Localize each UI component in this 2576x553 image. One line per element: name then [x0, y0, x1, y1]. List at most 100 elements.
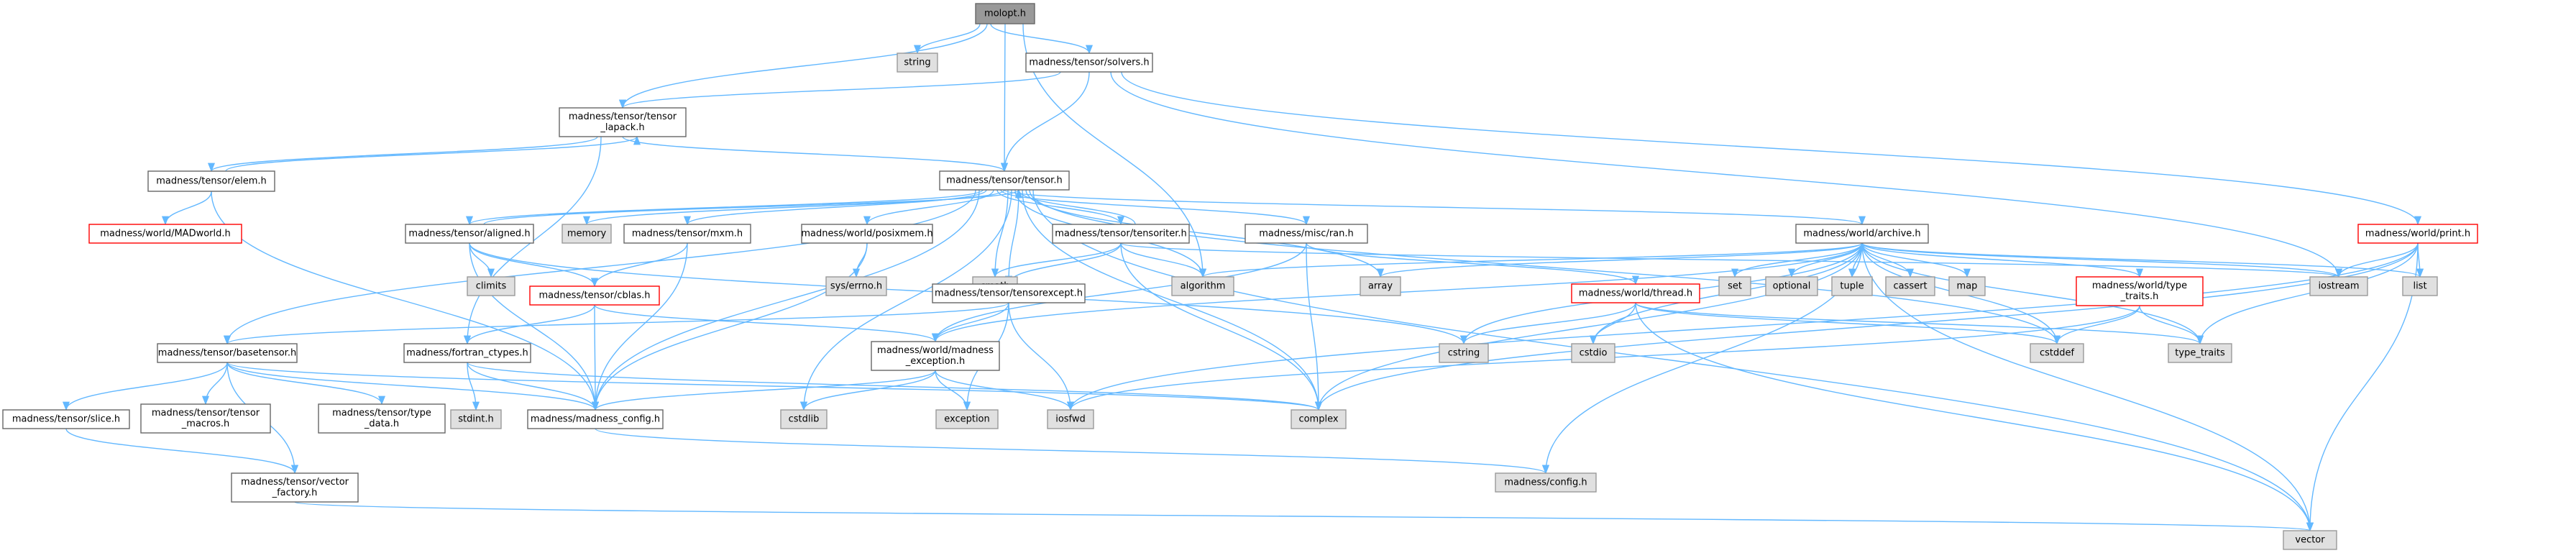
node-label: _lapack.h	[600, 122, 644, 133]
node-box	[88, 224, 242, 244]
node-fortran[interactable]: madness/fortran_ctypes.h	[403, 343, 531, 363]
node-box	[2402, 276, 2438, 296]
node-elem[interactable]: madness/tensor/elem.h	[147, 170, 275, 192]
edge-madexcept-to-exception	[935, 370, 971, 411]
edge-posixmem-to-syserrno	[852, 242, 868, 278]
node-box	[1025, 52, 1153, 73]
node-syserrno: sys/errno.h	[825, 276, 887, 296]
node-cstdlib: cstdlib	[780, 409, 828, 429]
node-box	[405, 224, 534, 244]
node-tensor[interactable]: madness/tensor/tensor.h	[939, 170, 1070, 191]
node-thread[interactable]: madness/world/thread.h	[1571, 283, 1700, 303]
node-label: cassert	[1893, 281, 1927, 292]
edge-line	[226, 362, 385, 406]
node-tlapack[interactable]: madness/tensor/tensor_lapack.h	[559, 107, 687, 137]
edge-line	[583, 189, 1005, 226]
node-archive[interactable]: madness/world/archive.h	[1795, 224, 1929, 244]
edge-tensor-to-complex	[1022, 189, 1323, 411]
edge-line	[226, 362, 1322, 411]
node-ran[interactable]: madness/misc/ran.h	[1245, 224, 1368, 244]
node-vfactory[interactable]: madness/tensor/vector_factory.h	[231, 472, 359, 503]
node-box	[1948, 276, 1986, 296]
edge-line	[1861, 242, 1971, 278]
edge-line	[1032, 189, 2314, 532]
node-map: map	[1948, 276, 1986, 296]
edge-print-to-iostream	[2335, 242, 2419, 278]
edge-line	[1861, 242, 2314, 532]
node-box	[1495, 472, 1597, 493]
node-tensoriter[interactable]: madness/tensor/tensoriter.h	[1052, 224, 1190, 244]
node-cblas[interactable]: madness/tensor/cblas.h	[529, 285, 660, 306]
edge-tensor-to-archive	[1004, 189, 1866, 226]
node-madconfig[interactable]: madness/madness_config.h	[527, 409, 664, 429]
edge-line	[591, 242, 688, 288]
edge-line	[224, 302, 1009, 345]
node-label: list	[2413, 281, 2426, 292]
node-label: cstring	[1448, 348, 1480, 359]
node-molopt[interactable]: molopt.h	[975, 3, 1035, 24]
edge-madconfig-to-config	[595, 428, 1549, 475]
node-box	[1439, 343, 1489, 363]
edge-line	[1067, 242, 2419, 411]
edge-tensor-to-cmath	[991, 189, 1009, 278]
node-tensorexcept[interactable]: madness/tensor/tensorexcept.h	[932, 283, 1086, 303]
node-box	[559, 107, 687, 137]
node-basetensor[interactable]: madness/tensor/basetensor.h	[157, 343, 298, 363]
node-print[interactable]: madness/world/print.h	[2357, 224, 2478, 244]
node-box	[1718, 276, 1751, 296]
edge-tlapack-to-tensor	[622, 136, 1008, 173]
node-typetraits_h[interactable]: madness/world/type_traits.h	[2076, 276, 2204, 306]
edge-cblas-to-madexcept	[594, 304, 939, 343]
node-label: madness/world/print.h	[2365, 229, 2470, 239]
node-slice[interactable]: madness/tensor/slice.h	[2, 409, 130, 429]
edge-slice-to-vfactory	[65, 428, 298, 475]
edge-line	[1008, 302, 1075, 411]
edge-line	[464, 304, 595, 345]
node-label: sys/errno.h	[830, 281, 882, 292]
node-posixmem[interactable]: madness/world/posixmem.h	[801, 224, 933, 244]
node-label: cstdio	[1580, 348, 1608, 359]
edge-line	[1120, 242, 2342, 278]
node-box	[801, 224, 933, 244]
node-solvers[interactable]: madness/tensor/solvers.h	[1025, 52, 1153, 73]
node-madexcept[interactable]: madness/world/madness_exception.h	[871, 341, 1000, 371]
node-madworld[interactable]: madness/world/MADworld.h	[88, 224, 242, 244]
node-label: madness/tensor/aligned.h	[408, 229, 530, 239]
edge-molopt-to-tlapack	[619, 23, 988, 109]
edge-line	[932, 242, 1307, 343]
node-aligned[interactable]: madness/tensor/aligned.h	[405, 224, 534, 244]
edge-line	[1199, 242, 1863, 278]
edge-tensor-to-posixmem	[863, 189, 994, 226]
node-label: cstdlib	[789, 414, 820, 425]
node-box	[527, 409, 664, 429]
node-box	[935, 409, 999, 429]
edge-tensor-to-cstdlib	[799, 189, 1012, 411]
node-cstdio: cstdio	[1571, 343, 1615, 363]
edge-thread-to-cstring	[1460, 302, 1636, 345]
edge-thread-to-cstddef	[1635, 302, 2061, 345]
edge-line	[914, 23, 981, 55]
node-tmacros[interactable]: madness/tensor/tensor_macros.h	[140, 403, 271, 434]
edge-line	[1861, 242, 2342, 278]
edge-line	[799, 189, 1012, 411]
node-box	[562, 224, 612, 244]
edge-tlapack-to-fortran	[463, 136, 602, 345]
node-box	[2309, 276, 2368, 296]
edge-line	[591, 242, 688, 411]
edge-tensorexcept-to-iosfwd	[1008, 302, 1075, 411]
node-box	[1765, 276, 1818, 296]
edge-tensor-to-mxm	[684, 189, 987, 226]
edge-ran-to-thread	[1306, 242, 1639, 285]
edge-line	[294, 501, 2313, 532]
node-algorithm: algorithm	[1171, 276, 1234, 296]
node-box	[1885, 276, 1935, 296]
node-label: molopt.h	[984, 9, 1026, 19]
node-mxm[interactable]: madness/tensor/mxm.h	[623, 224, 751, 244]
node-label: tuple	[1840, 281, 1864, 292]
node-label: madness/tensor/mxm.h	[632, 229, 743, 239]
node-set: set	[1718, 276, 1751, 296]
node-label: climits	[476, 281, 507, 292]
node-typedata[interactable]: madness/tensor/type_data.h	[318, 403, 446, 434]
edge-madexcept-to-iosfwd	[935, 370, 1074, 411]
edge-line	[990, 23, 1093, 55]
